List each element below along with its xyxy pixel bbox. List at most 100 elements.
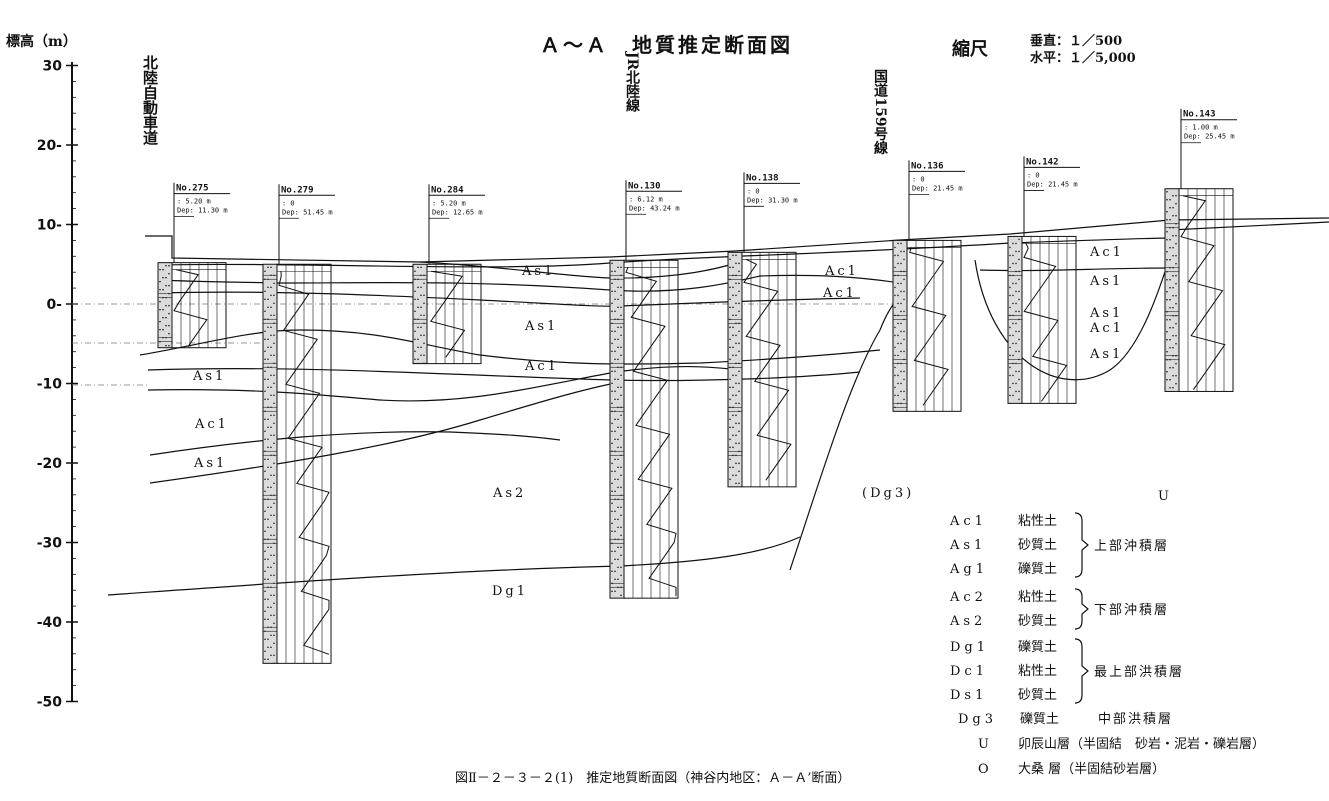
borehole-id: No.143 (1183, 110, 1216, 120)
lithology-dot (273, 502, 275, 505)
lithology-dot (162, 276, 164, 279)
lithology-dot (1175, 202, 1177, 205)
lithology-dot (897, 282, 899, 285)
reference-lines (72, 303, 900, 386)
lithology-dot (903, 298, 905, 301)
lithology-dot (611, 390, 613, 393)
lithology-dot (264, 458, 266, 461)
lithology-dot (611, 442, 613, 445)
lithology-dot (423, 282, 425, 285)
lithology-dot (159, 328, 161, 331)
lithology-dot (617, 298, 619, 301)
lithology-dot (267, 418, 269, 421)
lithology-dot (264, 570, 266, 573)
lithology-dot (1012, 374, 1014, 377)
lithology-dot (1175, 274, 1177, 277)
lithology-dot (267, 386, 269, 389)
lithology-dot (732, 386, 734, 389)
lithology-dot (264, 350, 266, 353)
lithology-dot (738, 402, 740, 405)
lithology-dot (614, 310, 616, 313)
lithology-dot (168, 272, 170, 275)
lithology-dot (617, 326, 619, 329)
borehole-depth: Dep: 21.45 m (1027, 180, 1078, 188)
lithology-dot (611, 462, 613, 465)
lithology-dot (903, 350, 905, 353)
lithology-dot (273, 642, 275, 645)
lithology-column (262, 263, 278, 664)
lithology-dot (903, 338, 905, 341)
lithology-dot (1175, 342, 1177, 345)
lithology-dot (1166, 258, 1168, 261)
lithology-dot (614, 378, 616, 381)
lithology-dot (738, 270, 740, 273)
lithology-dot (729, 338, 731, 341)
lithology-dot (420, 354, 422, 357)
lithology-dot (1009, 334, 1011, 337)
lithology-dot (267, 466, 269, 469)
borehole-elevation: : 0 (747, 187, 760, 195)
layer-labels: As1As1Ac1Ac1Ac1As1As1Ac1As1Ac1As1Ac1As1A… (192, 245, 1169, 599)
lithology-dot (1018, 350, 1020, 353)
lithology-dot (738, 422, 740, 425)
lithology-dot (1172, 274, 1174, 277)
lithology-dot (1172, 234, 1174, 237)
lithology-dot (165, 264, 167, 267)
figure-caption: 図Ⅱ－２－３－２(1) 推定地質断面図（神谷内地区：Ａ－Ａ’断面） (455, 770, 850, 786)
layer-label: As1 (1089, 274, 1123, 289)
lithology-dot (617, 398, 619, 401)
legend-group-name: 下部沖積層 (1094, 603, 1169, 618)
lithology-dot (420, 286, 422, 289)
legend-code: As2 (949, 614, 986, 629)
lithology-dot (273, 474, 275, 477)
lithology-dot (903, 398, 905, 401)
lithology-column (892, 239, 908, 412)
lithology-dot (1172, 246, 1174, 249)
lithology-dot (617, 286, 619, 289)
borehole-id: No.138 (746, 173, 779, 183)
lithology-dot (270, 554, 272, 557)
lithology-dot (894, 334, 896, 337)
lithology-dot (1009, 246, 1011, 249)
lithology-dot (267, 338, 269, 341)
layer-label: As1 (524, 319, 558, 334)
lithology-dot (264, 270, 266, 273)
lithology-dot (1166, 198, 1168, 201)
lithology-dot (897, 382, 899, 385)
lithology-dot (264, 658, 266, 661)
legend-group-name: 中部洪積層 (1098, 712, 1173, 727)
lithology-dot (270, 474, 272, 477)
lithology-dot (273, 394, 275, 397)
lithology-dot (1009, 306, 1011, 309)
lithology-dot (617, 458, 619, 461)
lithology-dot (417, 346, 419, 349)
legend-desc: 粘性土 (1018, 664, 1057, 679)
lithology-dot (162, 268, 164, 271)
lithology-dot (267, 478, 269, 481)
lithology-dot (1172, 386, 1174, 389)
lithology-dot (267, 438, 269, 441)
lithology-dot (617, 506, 619, 509)
lithology-dot (159, 300, 161, 303)
lithology-dot (1169, 346, 1171, 349)
lithology-dot (267, 486, 269, 489)
lithology-dot (1169, 318, 1171, 321)
lithology-dot (417, 358, 419, 361)
layer-label: (Dg3) (862, 486, 914, 501)
lithology-dot (729, 298, 731, 301)
lithology-dot (1012, 262, 1014, 265)
lithology-dot (264, 598, 266, 601)
lithology-dot (1175, 234, 1177, 237)
lithology-dot (1166, 318, 1168, 321)
lithology-dot (900, 262, 902, 265)
lithology-dot (423, 354, 425, 357)
legend-desc: 礫質土 (1018, 639, 1057, 655)
boundary-as1-base-a (149, 431, 561, 456)
lithology-dot (738, 330, 740, 333)
lithology-dot (1175, 334, 1177, 337)
lithology-dot (1166, 370, 1168, 373)
legend-brace (1074, 638, 1089, 704)
lithology-dot (611, 510, 613, 513)
borehole-elevation: : 0 (1027, 171, 1040, 179)
